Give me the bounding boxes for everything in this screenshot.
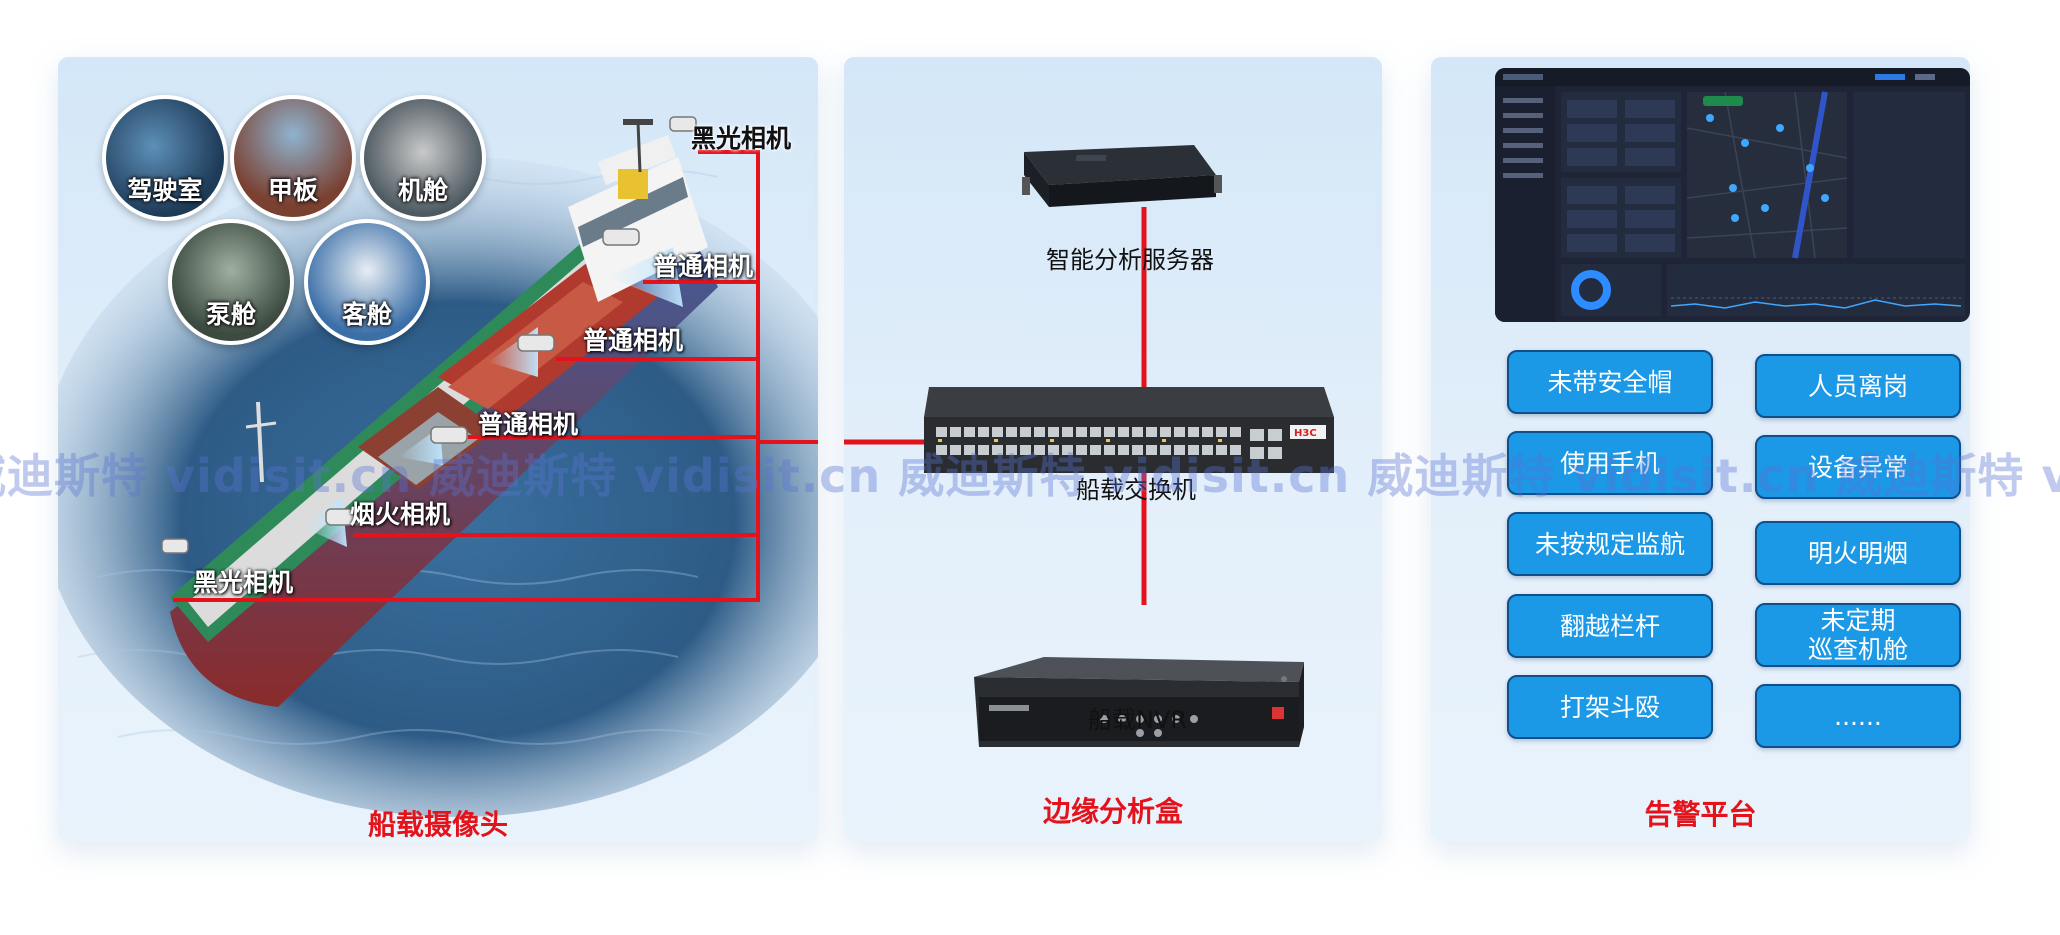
- alert-device-abnormal-button[interactable]: 设备异常: [1755, 435, 1961, 499]
- alarm-panel: 未带安全帽 使用手机 未按规定监航 翻越栏杆 打架斗殴 人员离岗 设备异常 明火…: [1431, 57, 1970, 842]
- alert-climbing-railing-button[interactable]: 翻越栏杆: [1507, 594, 1713, 658]
- black-light-camera-label-bottom: 黑光相机: [193, 568, 294, 597]
- edge-devices: H3C: [844, 145, 1334, 747]
- normal-camera-label-1: 普通相机: [653, 252, 754, 281]
- area-bridge-label: 驾驶室: [127, 176, 203, 205]
- normal-camera-label-2: 普通相机: [583, 326, 684, 355]
- smoke-fire-camera-label: 烟火相机: [350, 500, 451, 529]
- area-engine-room-photo: 机舱: [360, 95, 486, 221]
- black-light-camera-label-top: 黑光相机: [691, 124, 792, 153]
- area-engine-room-label: 机舱: [397, 176, 448, 205]
- area-bridge-photo: 驾驶室: [102, 95, 228, 221]
- alert-fire-smoke-button[interactable]: 明火明烟: [1755, 521, 1961, 585]
- area-deck-photo: 甲板: [230, 95, 356, 221]
- area-cabin-label: 客舱: [341, 300, 392, 329]
- switch-label: 船载交换机: [1076, 476, 1196, 504]
- edge-panel-title: 边缘分析盒: [1042, 795, 1183, 828]
- switch-icon: H3C: [924, 387, 1334, 473]
- alert-off-post-button[interactable]: 人员离岗: [1755, 354, 1961, 418]
- dashboard-screenshot: [1495, 68, 1970, 322]
- area-pump-room-label: 泵舱: [205, 300, 256, 329]
- alarm-panel-title: 告警平台: [1644, 798, 1757, 831]
- alert-using-phone-button[interactable]: 使用手机: [1507, 431, 1713, 495]
- alert-improper-watch-button[interactable]: 未按规定监航: [1507, 512, 1713, 576]
- nvr-icon: [974, 657, 1304, 747]
- area-cabin-photo: 客舱: [304, 219, 430, 345]
- switch-brand-label: H3C: [1294, 428, 1317, 439]
- server-label: 智能分析服务器: [1046, 246, 1214, 274]
- area-deck-label: 甲板: [267, 176, 318, 205]
- nvr-label: 船载NVR: [1088, 706, 1188, 734]
- alert-fighting-button[interactable]: 打架斗殴: [1507, 675, 1713, 739]
- edge-panel: H3C 智能分析服务器 船载交换机 船载NVR 边缘分析盒: [844, 57, 1382, 842]
- alert-engine-patrol-button[interactable]: 未定期 巡查机舱: [1755, 603, 1961, 667]
- alert-more-button[interactable]: ......: [1755, 684, 1961, 748]
- alert-no-helmet-button[interactable]: 未带安全帽: [1507, 350, 1713, 414]
- dashboard-thumbnail: [1495, 68, 1970, 322]
- camera-panel: 驾驶室 甲板 机舱 泵舱 客舱 黑光相机 普通相机 普通相机 普通相机 烟火相机…: [58, 57, 818, 842]
- area-pump-room-photo: 泵舱: [168, 219, 294, 345]
- camera-panel-title: 船载摄像头: [367, 808, 508, 841]
- server-icon: [1022, 145, 1222, 207]
- normal-camera-label-3: 普通相机: [478, 410, 579, 439]
